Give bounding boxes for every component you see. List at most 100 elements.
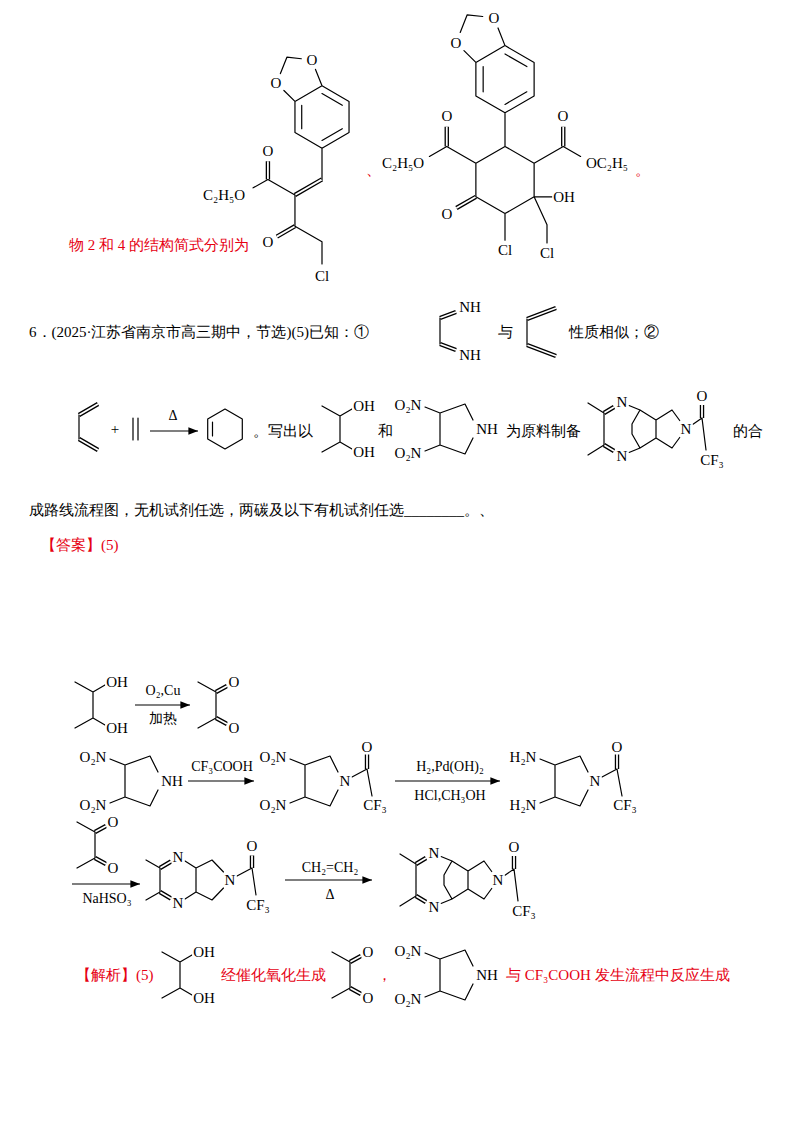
atom-label: N xyxy=(172,850,185,865)
atom-label: NH xyxy=(160,774,184,789)
atom-label: C₂H₅O xyxy=(381,156,425,171)
butanedione xyxy=(332,952,361,998)
atom-label: O xyxy=(362,991,375,1006)
reagent-label: Δ xyxy=(167,409,178,423)
atom-label: O xyxy=(441,109,454,124)
atom-label: O xyxy=(107,861,120,876)
butanediol xyxy=(75,682,105,728)
atom-label: O xyxy=(508,840,521,855)
reagent-label: H₂,Pd(OH)₂ xyxy=(415,760,485,774)
dihydropyrazine-compound xyxy=(146,856,256,901)
atom-label: H₂N xyxy=(509,798,538,813)
butanedione xyxy=(77,822,106,868)
atom-label: OH xyxy=(105,675,129,690)
atom-label: O xyxy=(270,76,283,91)
atom-label: N xyxy=(589,774,602,789)
atom-label: O xyxy=(246,839,259,854)
question-text: 6．(2025·江苏省南京市高三期中，节选)(5)已知：① xyxy=(28,325,370,340)
pyrrolidine xyxy=(425,950,473,1000)
atom-label: N xyxy=(616,395,629,410)
target-compound xyxy=(588,403,706,455)
pyrrolidine xyxy=(540,756,588,806)
atom-label: O xyxy=(262,235,275,250)
atom-label: O xyxy=(228,721,241,736)
reagent-label: NaHSO₃ xyxy=(81,892,132,906)
question-text: 物 2 和 4 的结构简式分别为 xyxy=(68,238,250,253)
atom-label: OH xyxy=(192,945,216,960)
reagent-label: Δ xyxy=(324,888,335,902)
compound-four xyxy=(429,15,580,243)
atom-label: NH xyxy=(475,422,499,437)
atom-label: O xyxy=(228,675,241,690)
question-text: 【答案】(5) xyxy=(40,538,120,553)
reaction-arrow xyxy=(135,704,190,705)
question-text: 【解析】(5) xyxy=(75,968,155,983)
atom-label: N xyxy=(616,449,629,464)
reagent-label: CH₂=CH₂ xyxy=(301,861,360,875)
reagent-label: 加热 xyxy=(148,712,178,726)
question-text: 为原料制备 xyxy=(505,424,582,439)
atom-label: O₂N xyxy=(79,798,108,813)
reaction-arrow xyxy=(285,879,372,880)
atom-label: O xyxy=(450,36,463,51)
reaction-arrow xyxy=(188,780,254,781)
atom-label: CF₃ xyxy=(699,453,725,468)
pyrrolidine xyxy=(290,756,338,806)
atom-label: O xyxy=(488,11,501,26)
atom-label: CF₃ xyxy=(245,898,271,913)
atom-label: N xyxy=(224,873,237,888)
pyrrolidine xyxy=(425,404,473,454)
butanedione xyxy=(198,682,227,728)
butanediol xyxy=(162,952,192,998)
atom-label: O xyxy=(262,144,275,159)
atom-label: O xyxy=(611,740,624,755)
atom-label: OH xyxy=(192,991,216,1006)
atom-label: Cl xyxy=(497,243,513,258)
amide xyxy=(352,754,372,796)
atom-label: OC₂H₅ xyxy=(585,156,629,171)
atom-label: N xyxy=(428,900,441,915)
question-text: 与 CF₃COOH 发生流程中反应生成 xyxy=(505,968,731,983)
atom-label: NH xyxy=(458,348,482,363)
atom-label: Cl xyxy=(539,246,555,261)
atom-label: N xyxy=(428,846,441,861)
atom-label: H₂N xyxy=(509,750,538,765)
atom-label: O₂N xyxy=(394,398,423,413)
bond xyxy=(253,57,349,264)
atom-label: O xyxy=(107,815,120,830)
atom-label: OH xyxy=(352,399,376,414)
atom-label: O xyxy=(696,389,709,404)
question-text: 成路线流程图，无机试剂任选，两碳及以下有机试剂任选________。、 xyxy=(28,503,495,518)
atom-label: N xyxy=(680,422,693,437)
atom-label: O xyxy=(441,207,454,222)
bond xyxy=(429,15,580,243)
reaction-arrow xyxy=(72,883,140,884)
atom-label: O xyxy=(557,109,570,124)
reaction-arrow xyxy=(395,780,500,781)
cyclohexene xyxy=(208,409,243,449)
question-text: 。 xyxy=(634,163,651,178)
atom-label: NH xyxy=(475,968,499,983)
compound-two xyxy=(253,57,349,264)
atom-label: CF₃ xyxy=(362,798,388,813)
target-compound xyxy=(400,854,518,906)
question-text: 和 xyxy=(377,424,394,439)
butanediol xyxy=(322,406,352,452)
atom-label: O xyxy=(361,740,374,755)
atom-label: O₂N xyxy=(259,750,288,765)
atom-label: O₂N xyxy=(394,446,423,461)
question-text: + xyxy=(110,422,120,437)
atom-label: O xyxy=(306,53,319,68)
question-text: 性质相似；② xyxy=(568,325,660,340)
question-text: ， xyxy=(376,968,393,983)
atom-label: N xyxy=(172,896,185,911)
atom-label: Cl xyxy=(314,269,330,284)
atom-label: O₂N xyxy=(394,992,423,1007)
atom-label: NH xyxy=(458,300,482,315)
reagent-label: HCl,CH₃OH xyxy=(413,789,486,803)
reagent-label: CF₃COOH xyxy=(190,760,254,774)
reaction-arrow xyxy=(150,430,198,431)
atom-label: CF₃ xyxy=(612,798,638,813)
atom-label: O₂N xyxy=(79,750,108,765)
